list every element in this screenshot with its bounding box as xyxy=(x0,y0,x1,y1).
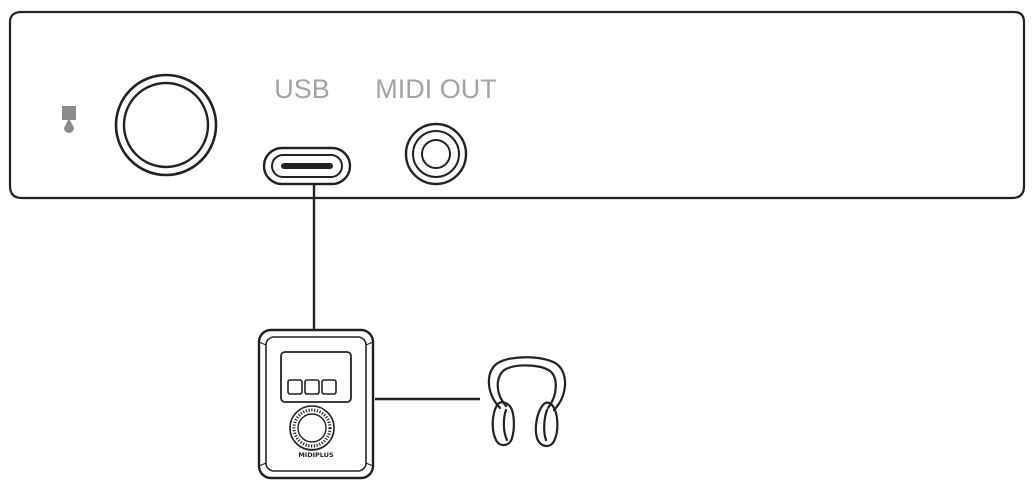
rear-panel xyxy=(8,10,1026,200)
midi-out-jack[interactable] xyxy=(404,122,468,186)
interface-brand-label: MIDIPLUS xyxy=(298,451,334,459)
interface-volume-knob[interactable] xyxy=(289,405,335,451)
headphones-icon xyxy=(487,356,567,448)
power-jack[interactable] xyxy=(114,73,218,177)
interface-button-1[interactable] xyxy=(287,379,303,395)
power-adapter-icon xyxy=(62,106,76,133)
audio-interface: MIDIPLUS xyxy=(257,328,375,480)
interface-button-3[interactable] xyxy=(321,379,337,395)
midi-out-label: MIDI OUT xyxy=(375,74,497,104)
interface-button-2[interactable] xyxy=(304,379,320,395)
usb-label: USB xyxy=(274,74,330,104)
usb-c-port[interactable] xyxy=(262,146,352,186)
interface-display xyxy=(280,351,352,403)
